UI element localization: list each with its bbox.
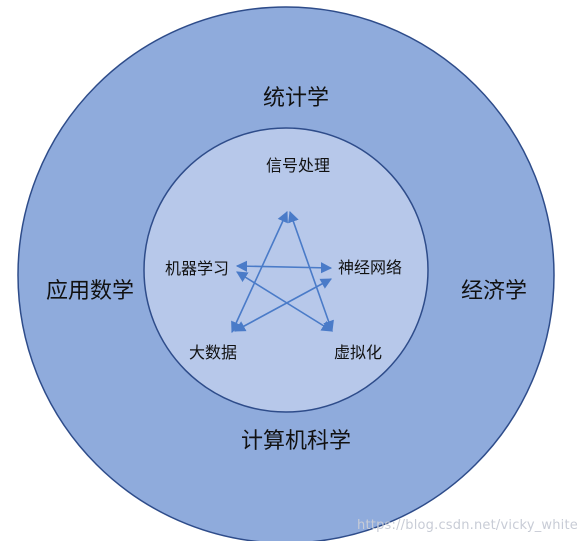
arrow-bigdata-to-neural [234,278,332,332]
label-big-data: 大数据 [189,343,237,362]
arrow-ml-to-neural [235,260,333,274]
label-virtualization: 虚拟化 [334,343,382,362]
label-applied-mathematics: 应用数学 [46,279,134,304]
watermark: https://blog.csdn.net/vicky_white [357,518,578,533]
label-machine-learning: 机器学习 [165,259,229,278]
star-arrows [231,210,334,334]
label-statistics: 统计学 [263,86,329,111]
label-neural-network: 神经网络 [338,258,402,277]
label-signal-processing: 信号处理 [266,156,330,175]
label-computer-science: 计算机科学 [241,429,351,454]
label-economics: 经济学 [461,279,527,304]
